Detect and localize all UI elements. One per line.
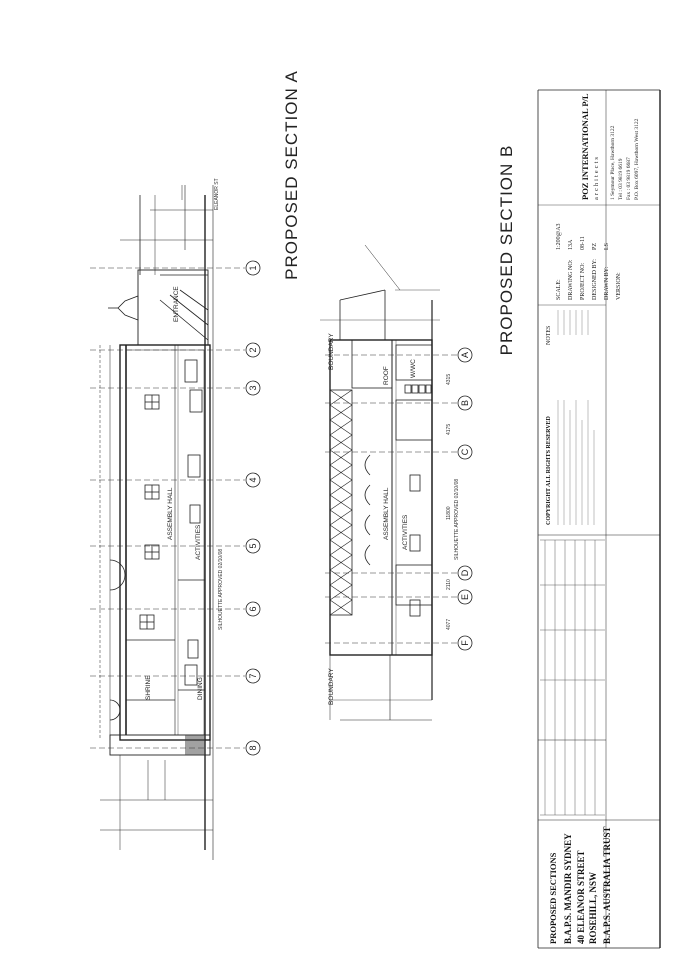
svg-text:F: F: [460, 640, 470, 646]
section-b-drawing: [320, 244, 440, 721]
section-b-labels: BOUNDARY BOUNDARY ASSEMBLY HALL ACTIVITI…: [328, 333, 460, 705]
section-a-title: PROPOSED SECTION A: [282, 70, 301, 280]
grid-bubble-b: B: [457, 395, 473, 411]
room-label-activities-b: ACTIVITIES: [402, 514, 409, 550]
client-name: B.A.P.S. AUSTRALIA TRUST: [602, 826, 612, 944]
grid-bubble-2: 2: [245, 342, 261, 358]
svg-text:7: 7: [248, 673, 258, 678]
project-address-1: 40 ELEANOR STREET: [576, 850, 586, 944]
grid-bubble-a: A: [457, 347, 473, 363]
svg-text:A: A: [460, 352, 470, 358]
firm-name: POZ INTERNATIONAL P/L: [580, 93, 590, 200]
drawing-no-value: 13A: [568, 239, 574, 250]
svg-text:4: 4: [248, 477, 258, 482]
svg-text:6: 6: [248, 606, 258, 611]
room-label-assembly-hall: ASSEMBLY HALL: [167, 487, 174, 540]
dim-4315: 4315: [446, 374, 452, 385]
grid-bubble-5: 5: [245, 538, 261, 554]
svg-text:1: 1: [248, 265, 258, 270]
room-label-dining: DINING: [197, 677, 204, 700]
room-label-entrance: ENTRANCE: [173, 286, 180, 322]
svg-text:D: D: [460, 569, 470, 576]
grid-bubble-7: 7: [245, 668, 261, 684]
section-a-gridlines: [90, 267, 245, 749]
notes-heading: NOTES: [546, 326, 552, 345]
revision-table: [540, 539, 605, 816]
drawing-no-label: DRAWING NO:: [568, 259, 574, 300]
grid-bubble-6: 6: [245, 601, 261, 617]
grid-bubble-8: 8: [245, 740, 261, 756]
project-address-2: ROSEHILL, NSW: [588, 872, 598, 944]
section-b-gridlines: [325, 354, 458, 644]
project-no-label: PROJECT NO:: [580, 263, 586, 300]
room-label-activities: ACTIVITIES: [195, 524, 202, 560]
section-b-note: SILHOUETTE APPROVED 02/10/08: [454, 479, 460, 560]
firm-telephone: Tel : 03 9819 6619: [618, 158, 624, 200]
room-label-wc: W/WC: [410, 359, 417, 378]
svg-text:8: 8: [248, 745, 258, 750]
project-name: B.A.P.S. MANDIR SYDNEY: [563, 833, 573, 944]
project-no-value: 08-11: [580, 236, 586, 250]
designed-by-label: DESIGNED BY:: [592, 259, 598, 300]
section-b-grid-bubbles: A B C D E F: [457, 347, 473, 651]
dim-2110: 2110: [446, 579, 452, 590]
grid-bubble-4: 4: [245, 472, 261, 488]
svg-text:5: 5: [248, 543, 258, 548]
svg-text:B: B: [460, 400, 470, 406]
room-label-roof: ROOF: [383, 366, 390, 385]
section-a-grid-bubbles: 1 2 3 4 5 6 7 8: [245, 260, 261, 756]
section-b-title: PROPOSED SECTION B: [497, 145, 516, 356]
boundary-label-bottom: BOUNDARY: [328, 668, 335, 705]
boundary-label-top: BOUNDARY: [328, 333, 335, 370]
dim-4077: 4077: [446, 619, 452, 630]
firm-po-box: P.O. Box 6097, Hawthorn West 3122: [634, 118, 640, 200]
svg-text:2: 2: [248, 347, 258, 352]
dim-4175: 4175: [446, 424, 452, 435]
svg-text:3: 3: [248, 385, 258, 390]
drawn-by-label: DRAWN BY:: [604, 267, 610, 300]
scale-value: 1:200@A3: [556, 223, 562, 250]
svg-text:C: C: [460, 448, 470, 455]
fine-print-lines: [557, 310, 595, 525]
copyright-notice: COPYRIGHT ALL RIGHTS RESERVED: [546, 415, 552, 525]
room-label-shrine: SHRINE: [145, 675, 152, 700]
dim-11800: 11800: [446, 506, 452, 520]
grid-bubble-d: D: [457, 565, 473, 581]
grid-bubble-1: 1: [245, 260, 261, 276]
room-label-assembly-hall-b: ASSEMBLY HALL: [383, 487, 390, 540]
grid-bubble-f: F: [457, 635, 473, 651]
grid-bubble-e: E: [457, 589, 473, 605]
drawing-title: PROPOSED SECTIONS: [548, 852, 558, 944]
firm-fax: Fax : 03 9819 6687: [626, 157, 632, 200]
street-label-eleanor: ELEANOR ST: [214, 178, 220, 210]
svg-text:E: E: [460, 594, 470, 600]
title-block: PROPOSED SECTIONS B.A.P.S. MANDIR SYDNEY…: [537, 89, 661, 949]
firm-subtitle: architects: [593, 155, 600, 200]
firm-address: 1 Seymour Place, Hawthorn 3122: [610, 125, 616, 200]
scale-label: SCALE:: [556, 279, 562, 300]
designed-by-value: PZ: [592, 243, 598, 250]
section-a-note: SILHOUETTE APPROVED 02/10/08: [218, 549, 224, 630]
drawn-by-value: LS: [604, 243, 610, 250]
section-a-drawing: [99, 185, 214, 860]
version-label: VERSION:: [616, 272, 622, 300]
grid-bubble-3: 3: [245, 380, 261, 396]
section-b-building-outline: [329, 339, 433, 656]
grid-bubble-c: C: [457, 444, 473, 460]
section-a-labels: ENTRANCE ASSEMBLY HALL ACTIVITIES SHRINE…: [145, 178, 224, 700]
